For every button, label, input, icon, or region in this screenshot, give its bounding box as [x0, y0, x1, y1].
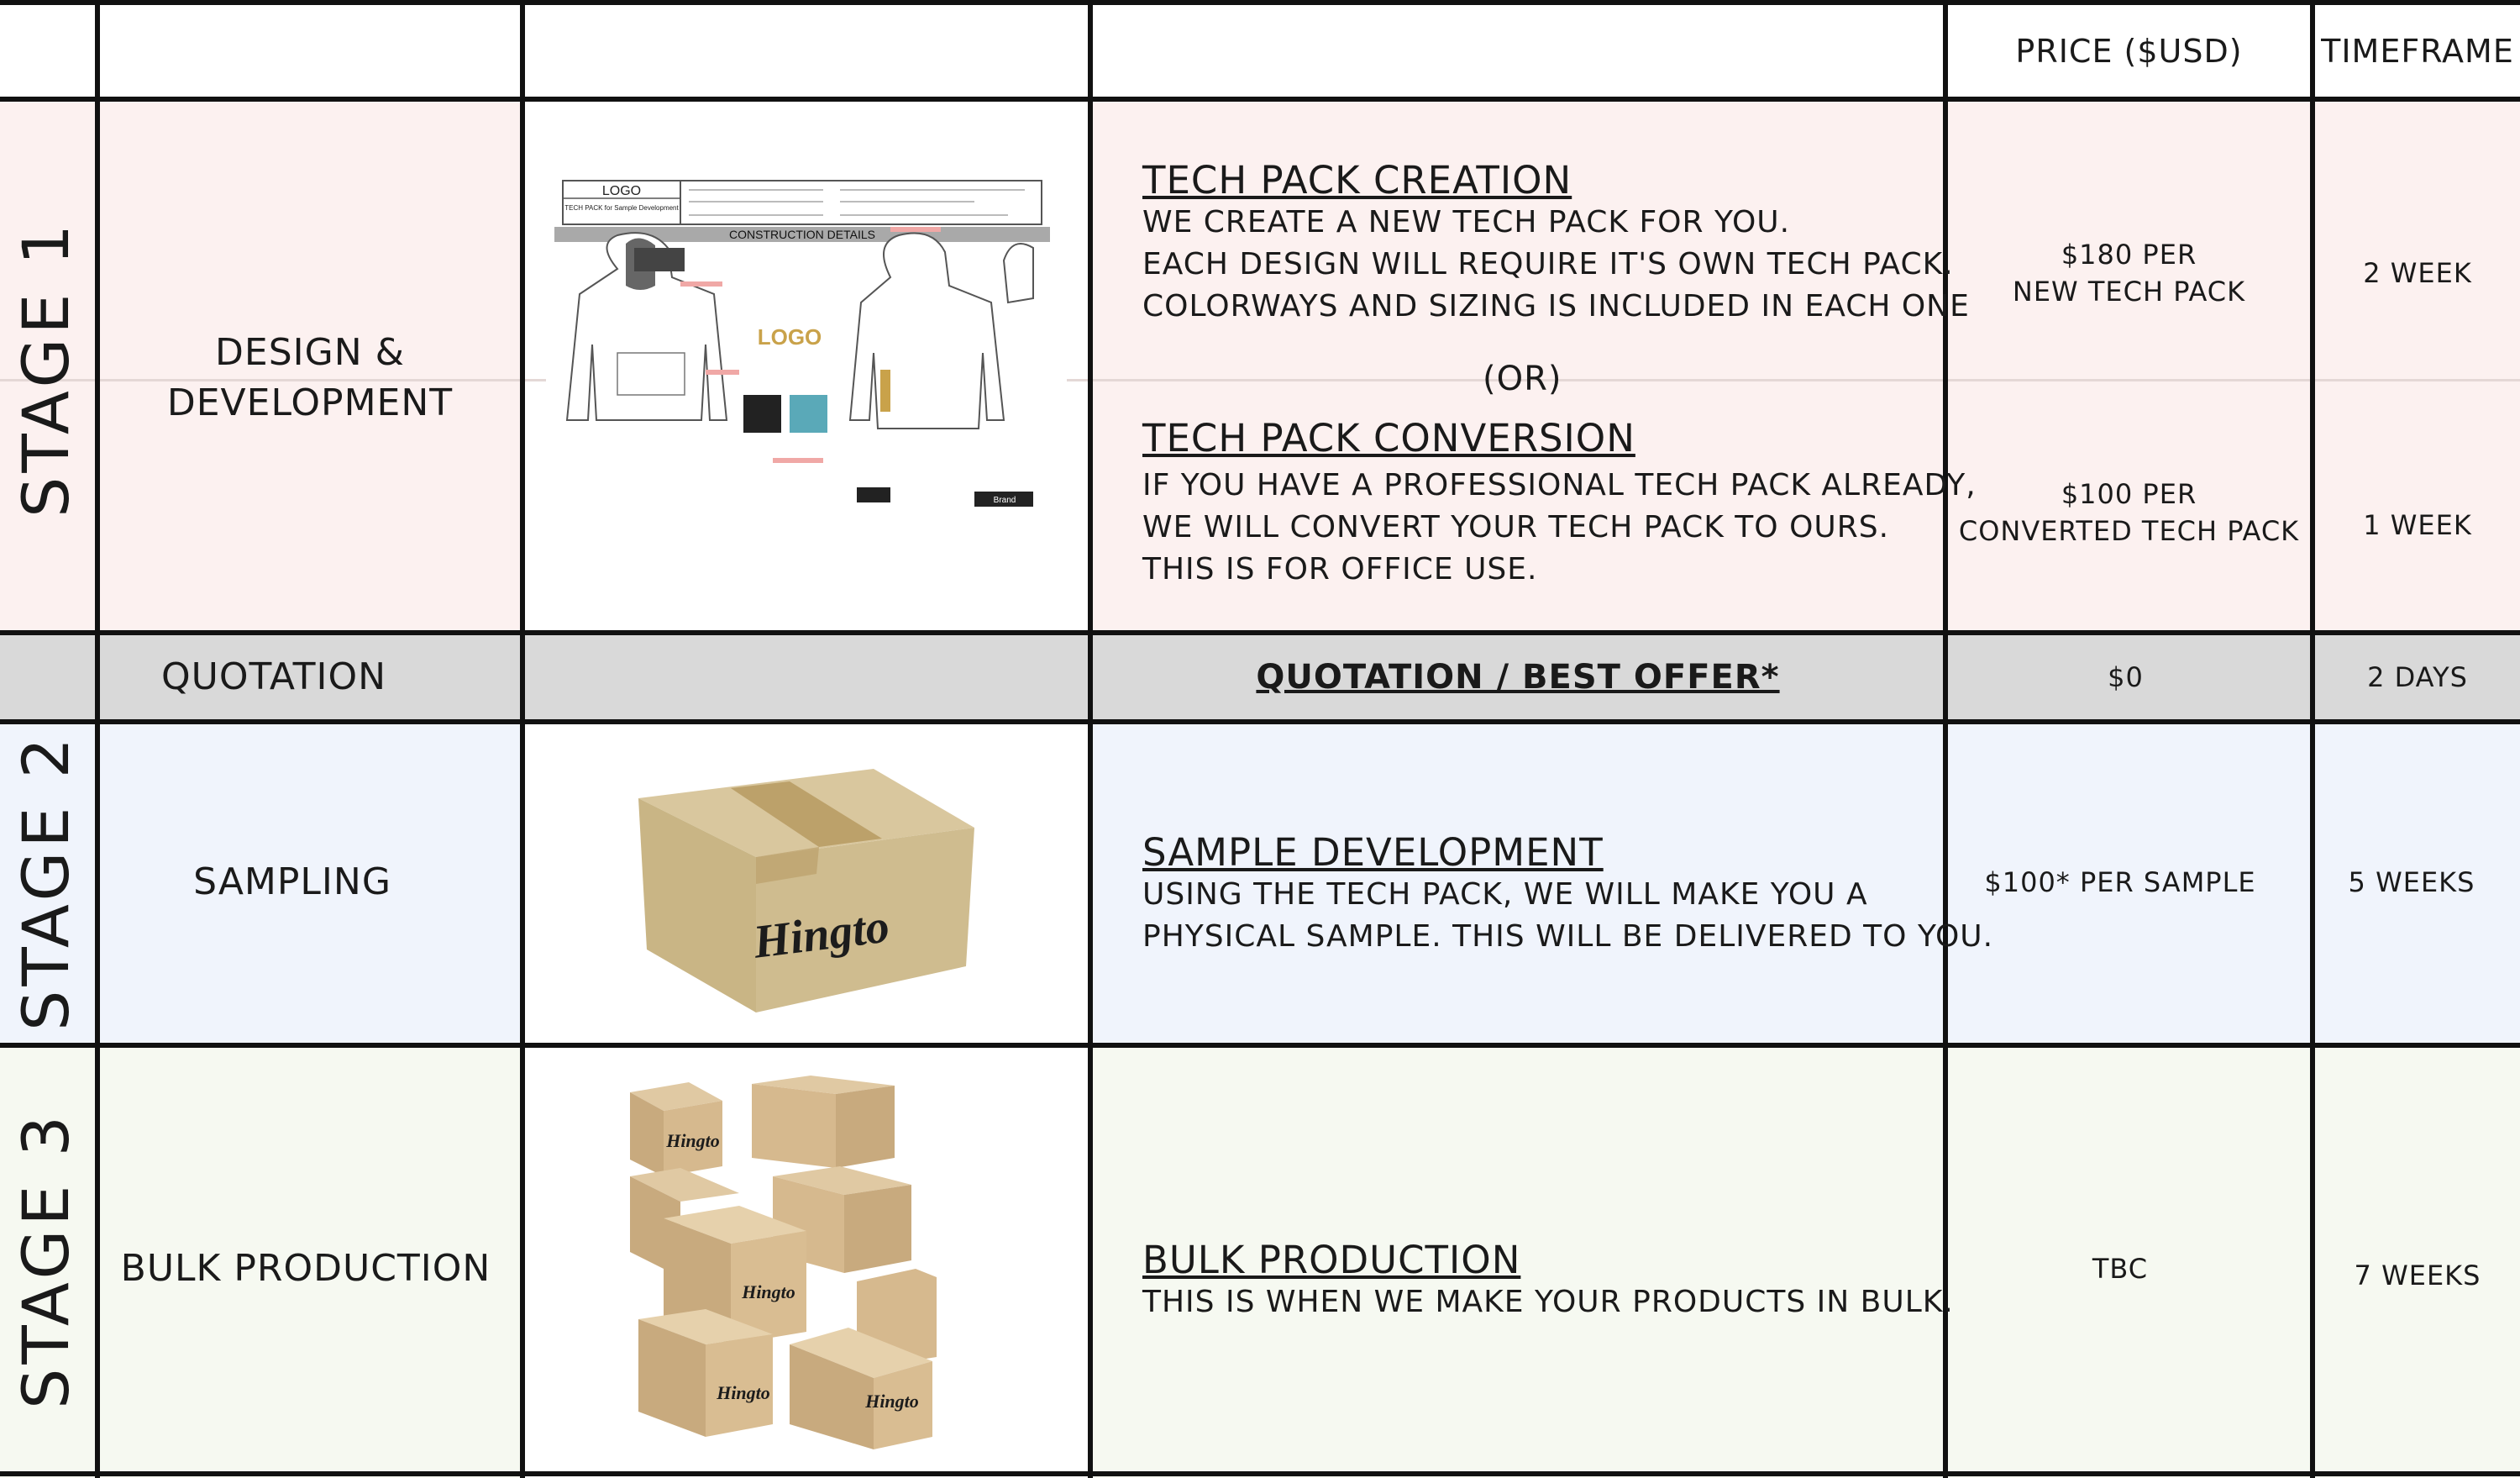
tech-pack-conversion-price: $100 PER CONVERTED TECH PACK	[1948, 471, 2310, 555]
tech-pack-brand-tag: Brand	[994, 496, 1016, 505]
sample-box-image: Hingto	[638, 769, 974, 1013]
quotation-timeframe: 2 DAYS	[2367, 661, 2468, 693]
quotation-price: $0	[2108, 661, 2144, 693]
or-separator: (OR)	[1483, 360, 1562, 398]
tech-pack-subtitle: TECH PACK for Sample Development	[564, 204, 679, 212]
stage2-label: STAGE 2	[8, 734, 83, 1031]
stage1-label: STAGE 1	[8, 220, 83, 518]
tech-pack-conversion-block: TECH PACK CONVERSION IF YOU HAVE A PROFE…	[1142, 418, 1977, 591]
tech-pack-creation-title: TECH PACK CREATION	[1142, 158, 1572, 203]
svg-text:Hingto: Hingto	[864, 1391, 919, 1412]
bulk-production-block: BULK PRODUCTION THIS IS WHEN WE MAKE YOU…	[1142, 1239, 1954, 1323]
sample-timeframe: 5 WEEKS	[2348, 866, 2475, 898]
grid-hline	[0, 1471, 2520, 1476]
grid-vline	[2310, 0, 2315, 1478]
bulk-price: TBC	[2092, 1253, 2149, 1285]
tech-pack-conversion-line: WE WILL CONVERT YOUR TECH PACK TO OURS.	[1142, 510, 1890, 544]
stage2-category: SAMPLING	[193, 860, 391, 903]
stage1-row	[0, 99, 2520, 633]
stage2-row	[0, 722, 2520, 1045]
stage1-category: DESIGN & DEVELOPMENT	[166, 331, 454, 424]
sample-price: $100* PER SAMPLE	[1984, 866, 2256, 898]
tech-pack-conversion-line: IF YOU HAVE A PROFESSIONAL TECH PACK ALR…	[1142, 468, 1977, 502]
conversion-price-line2: CONVERTED TECH PACK	[1958, 515, 2300, 547]
tech-pack-creation-block: TECH PACK CREATION WE CREATE A NEW TECH …	[1142, 160, 1970, 328]
sample-development-title: SAMPLE DEVELOPMENT	[1142, 830, 1604, 875]
quotation-category: QUOTATION	[160, 655, 386, 698]
stage3-row	[0, 1045, 2520, 1478]
tech-pack-conversion-timeframe: 1 WEEK	[2363, 509, 2472, 541]
tech-pack-conversion-line: THIS IS FOR OFFICE USE.	[1142, 552, 1538, 586]
tech-pack-logo-mid: LOGO	[758, 324, 822, 350]
tech-pack-creation-line: WE CREATE A NEW TECH PACK FOR YOU.	[1142, 205, 1791, 239]
grid-hline	[0, 97, 2520, 102]
bulk-box-brand: Hingto	[665, 1130, 720, 1151]
price-header: PRICE ($USD)	[2015, 32, 2243, 70]
tech-pack-logo-top: LOGO	[602, 184, 641, 198]
stage1-divider-right	[1067, 379, 2520, 381]
stage1-divider-left	[0, 379, 546, 381]
tech-pack-creation-price: $180 PER NEW TECH PACK	[1948, 227, 2310, 319]
sample-development-block: SAMPLE DEVELOPMENT USING THE TECH PACK, …	[1142, 832, 1993, 958]
stage3-label: STAGE 3	[8, 1112, 83, 1409]
tech-pack-image: LOGO TECH PACK for Sample Development CO…	[554, 180, 1050, 507]
grid-hline	[0, 630, 2520, 635]
grid-vline	[1088, 0, 1093, 1478]
svg-text:Hingto: Hingto	[741, 1281, 795, 1302]
creation-price-line2: NEW TECH PACK	[2012, 276, 2246, 308]
grid-hline	[0, 719, 2520, 724]
tech-pack-creation-timeframe: 2 WEEK	[2363, 257, 2472, 289]
creation-price-line1: $180 PER	[2061, 239, 2197, 271]
quotation-title: QUOTATION / BEST OFFER*	[1256, 658, 1780, 697]
svg-text:Hingto: Hingto	[716, 1382, 770, 1403]
grid-vline	[520, 0, 525, 1478]
tech-pack-creation-line: COLORWAYS AND SIZING IS INCLUDED IN EACH…	[1142, 289, 1970, 323]
sample-development-line: PHYSICAL SAMPLE. THIS WILL BE DELIVERED …	[1142, 919, 1994, 954]
sample-development-line: USING THE TECH PACK, WE WILL MAKE YOU A	[1142, 877, 1868, 912]
bulk-boxes-image: Hingto Hingto Hingto Hingto	[630, 1076, 937, 1449]
stage3-category: BULK PRODUCTION	[120, 1247, 491, 1290]
bulk-production-title: BULK PRODUCTION	[1142, 1238, 1521, 1282]
bulk-timeframe: 7 WEEKS	[2354, 1260, 2481, 1291]
timeframe-header: TIMEFRAME	[2321, 32, 2514, 70]
grid-hline	[0, 1043, 2520, 1048]
conversion-price-line1: $100 PER	[2061, 478, 2197, 510]
bulk-production-line: THIS IS WHEN WE MAKE YOUR PRODUCTS IN BU…	[1142, 1285, 1954, 1319]
grid-vline	[95, 0, 100, 1478]
grid-hline	[0, 0, 2520, 5]
quotation-row	[0, 633, 2520, 722]
grid-vline	[1943, 0, 1948, 1478]
construction-details-text: CONSTRUCTION DETAILS	[729, 228, 875, 241]
tech-pack-creation-line: EACH DESIGN WILL REQUIRE IT'S OWN TECH P…	[1142, 247, 1954, 281]
tech-pack-conversion-title: TECH PACK CONVERSION	[1142, 416, 1635, 460]
header-row	[0, 0, 2520, 99]
